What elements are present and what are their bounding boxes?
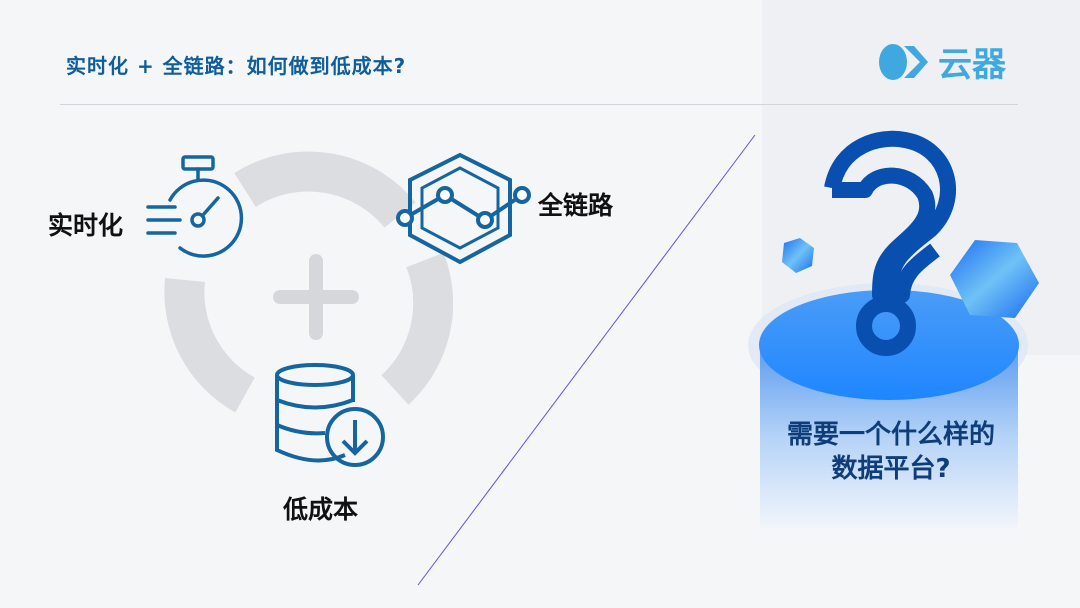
stopwatch-icon: [146, 155, 244, 258]
divider: [60, 104, 1018, 105]
label-low-cost: 低成本: [283, 495, 359, 524]
ring: [164, 151, 454, 413]
logo: 云器: [876, 42, 1026, 116]
page-title: 实时化 + 全链路：如何做到低成本?: [66, 54, 407, 78]
database-download-icon: [275, 363, 385, 467]
label-realtime: 实时化: [48, 211, 124, 240]
cube-small-icon: [782, 238, 814, 273]
question-mark-icon: [824, 130, 956, 356]
hexagon-chart-icon: [396, 152, 531, 265]
question-line-1: 需要一个什么样的: [786, 420, 995, 450]
label-full-link: 全链路: [538, 191, 614, 220]
diagonal-divider: [417, 134, 756, 586]
logo-text: 云器: [938, 45, 1007, 85]
question-line-2: 数据平台?: [831, 454, 951, 484]
cylinder: [748, 283, 1028, 530]
plus-icon: [273, 254, 359, 340]
cube-large-icon: [950, 240, 1039, 318]
logo-icon: 云器: [879, 44, 1007, 85]
